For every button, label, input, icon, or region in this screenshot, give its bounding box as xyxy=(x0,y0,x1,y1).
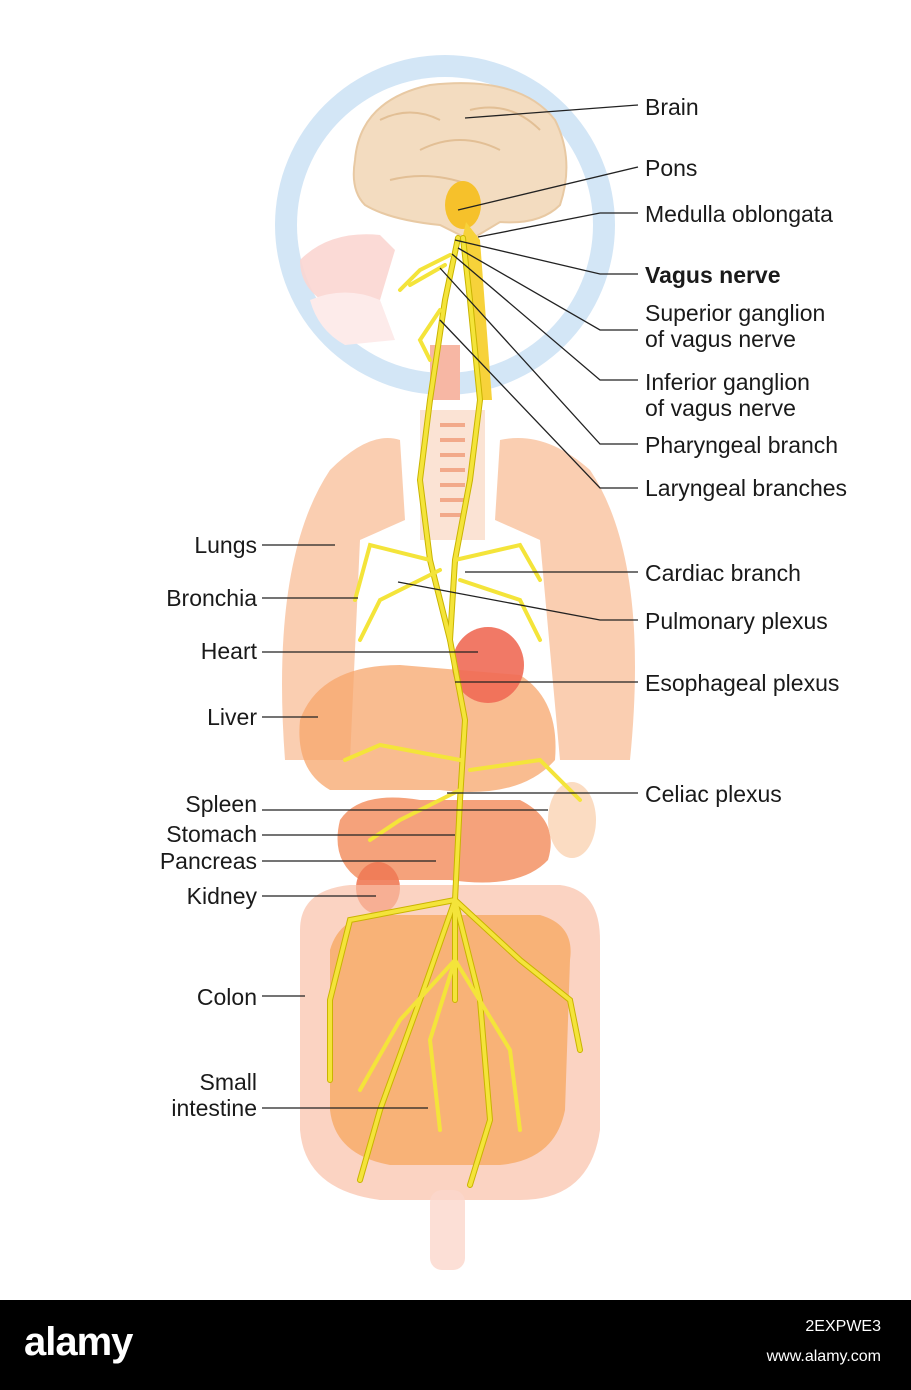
label-laryngeal-branches: Laryngeal branches xyxy=(645,475,847,501)
small-intestine-shape xyxy=(330,915,571,1165)
label-pharyngeal-branch: Pharyngeal branch xyxy=(645,432,838,458)
label-celiac-plexus: Celiac plexus xyxy=(645,781,782,807)
label-inferior-ganglion-line1: Inferior ganglion xyxy=(645,369,810,395)
label-liver: Liver xyxy=(207,704,257,730)
label-pancreas: Pancreas xyxy=(160,848,257,874)
label-heart: Heart xyxy=(201,638,257,664)
label-spleen: Spleen xyxy=(185,791,257,817)
vagus-nerve-diagram xyxy=(0,0,911,1300)
label-bronchia: Bronchia xyxy=(166,585,257,611)
watermark-bar: alamy 2EXPWE3 www.alamy.com xyxy=(0,1300,911,1390)
label-colon: Colon xyxy=(197,984,257,1010)
label-inferior-ganglion-line2: of vagus nerve xyxy=(645,395,796,421)
label-pulmonary-plexus: Pulmonary plexus xyxy=(645,608,828,634)
label-kidney: Kidney xyxy=(187,883,257,909)
label-cardiac-branch: Cardiac branch xyxy=(645,560,801,586)
label-brain: Brain xyxy=(645,94,699,120)
label-small-intestine-line1: Small xyxy=(199,1069,257,1095)
heart-shape xyxy=(452,627,524,703)
label-pons: Pons xyxy=(645,155,697,181)
label-stomach: Stomach xyxy=(166,821,257,847)
label-lungs: Lungs xyxy=(194,532,257,558)
head-illustration xyxy=(275,55,615,400)
image-id: 2EXPWE3 xyxy=(805,1318,881,1336)
label-small-intestine-line2: intestine xyxy=(171,1095,257,1121)
label-vagus-nerve: Vagus nerve xyxy=(645,262,781,288)
watermark-url: www.alamy.com xyxy=(767,1348,881,1366)
label-esophageal-plexus: Esophageal plexus xyxy=(645,670,839,696)
label-medulla-oblongata: Medulla oblongata xyxy=(645,201,833,227)
label-superior-ganglion-line1: Superior ganglion xyxy=(645,300,825,326)
pons-shape xyxy=(445,181,481,229)
label-superior-ganglion-line2: of vagus nerve xyxy=(645,326,796,352)
alamy-logo: alamy xyxy=(24,1320,132,1365)
